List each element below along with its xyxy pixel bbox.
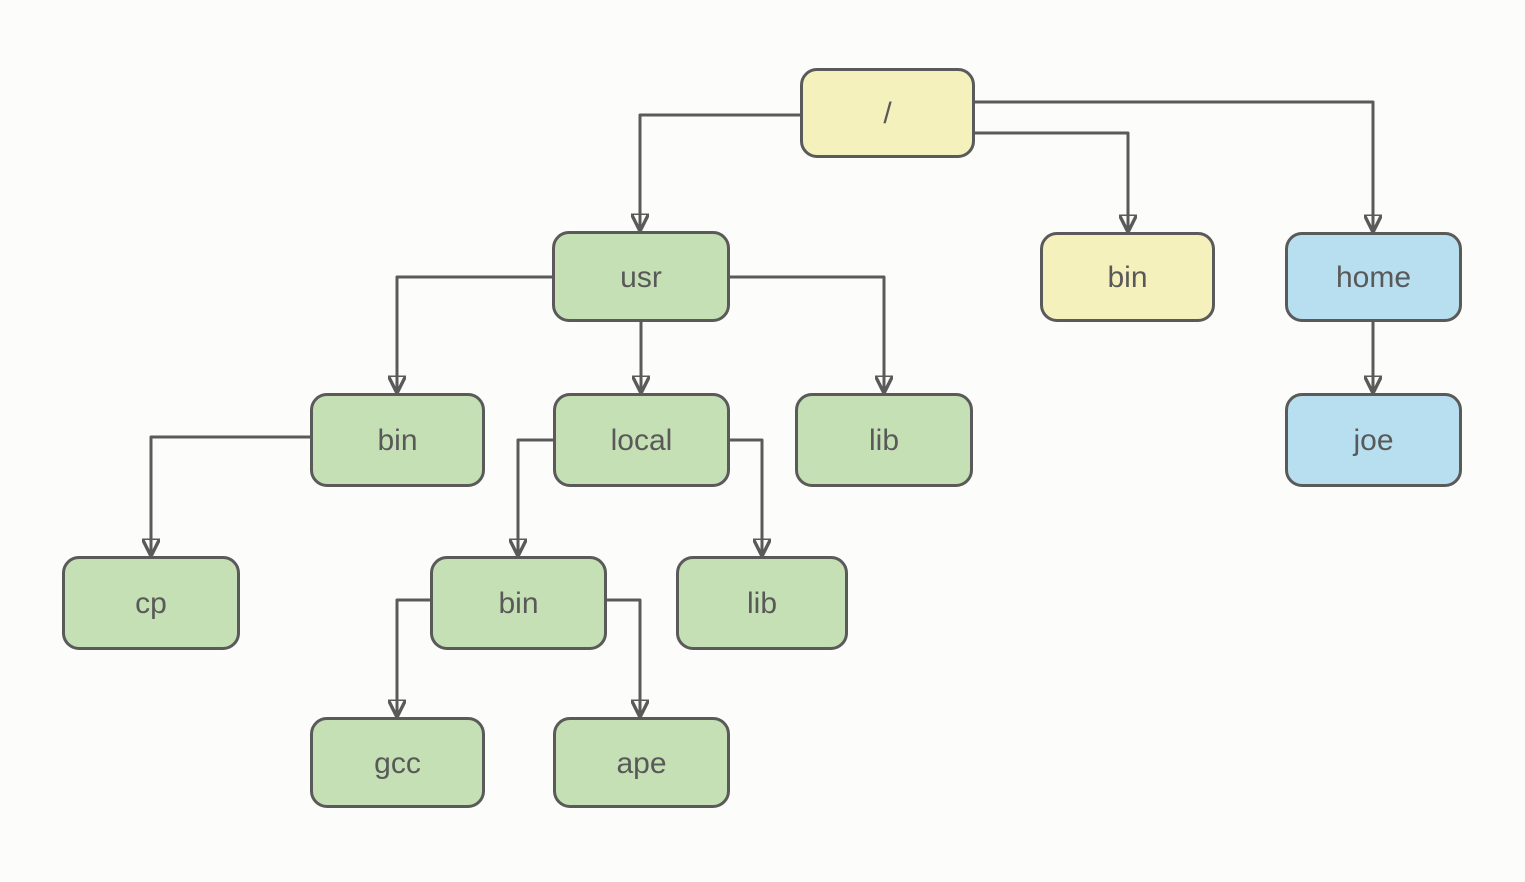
node-gcc: gcc (310, 717, 485, 808)
node-label: usr (620, 260, 662, 294)
edge-local-bin (518, 438, 555, 554)
node-usr-lib: lib (795, 393, 973, 487)
node-label: gcc (374, 746, 421, 780)
node-bin-top: bin (1040, 232, 1215, 322)
node-label: ape (616, 746, 667, 780)
node-label: lib (868, 424, 899, 457)
node-cp: cp (62, 556, 240, 650)
node-label: joe (1353, 424, 1394, 457)
node-label: bin (1107, 261, 1148, 294)
edge-root-home (975, 100, 1373, 230)
edge-usr-bin (397, 275, 554, 391)
node-local-bin: bin (430, 556, 607, 650)
node-label: local (610, 424, 673, 457)
node-label: home (1335, 261, 1412, 294)
node-label: lib (746, 587, 777, 620)
edge-local-lib (728, 438, 762, 554)
node-local-lib: lib (676, 556, 848, 650)
node-usr: usr (552, 231, 730, 322)
edge-root-bin (975, 131, 1128, 230)
node-label: bin (377, 424, 418, 457)
edge-usr-lib (728, 275, 884, 391)
node-home: home (1285, 232, 1462, 322)
node-joe: joe (1285, 393, 1462, 487)
edge-bin-gcc (397, 598, 432, 715)
node-ape: ape (553, 717, 730, 808)
edge-root-usr (640, 113, 800, 229)
node-root: / (800, 68, 975, 158)
node-label: cp (135, 587, 167, 620)
node-label: bin (498, 587, 539, 620)
node-usr-bin: bin (310, 393, 485, 487)
edge-bin-cp (151, 435, 312, 554)
edge-bin-ape (605, 598, 640, 715)
node-label: / (883, 97, 892, 130)
node-local: local (553, 393, 730, 487)
